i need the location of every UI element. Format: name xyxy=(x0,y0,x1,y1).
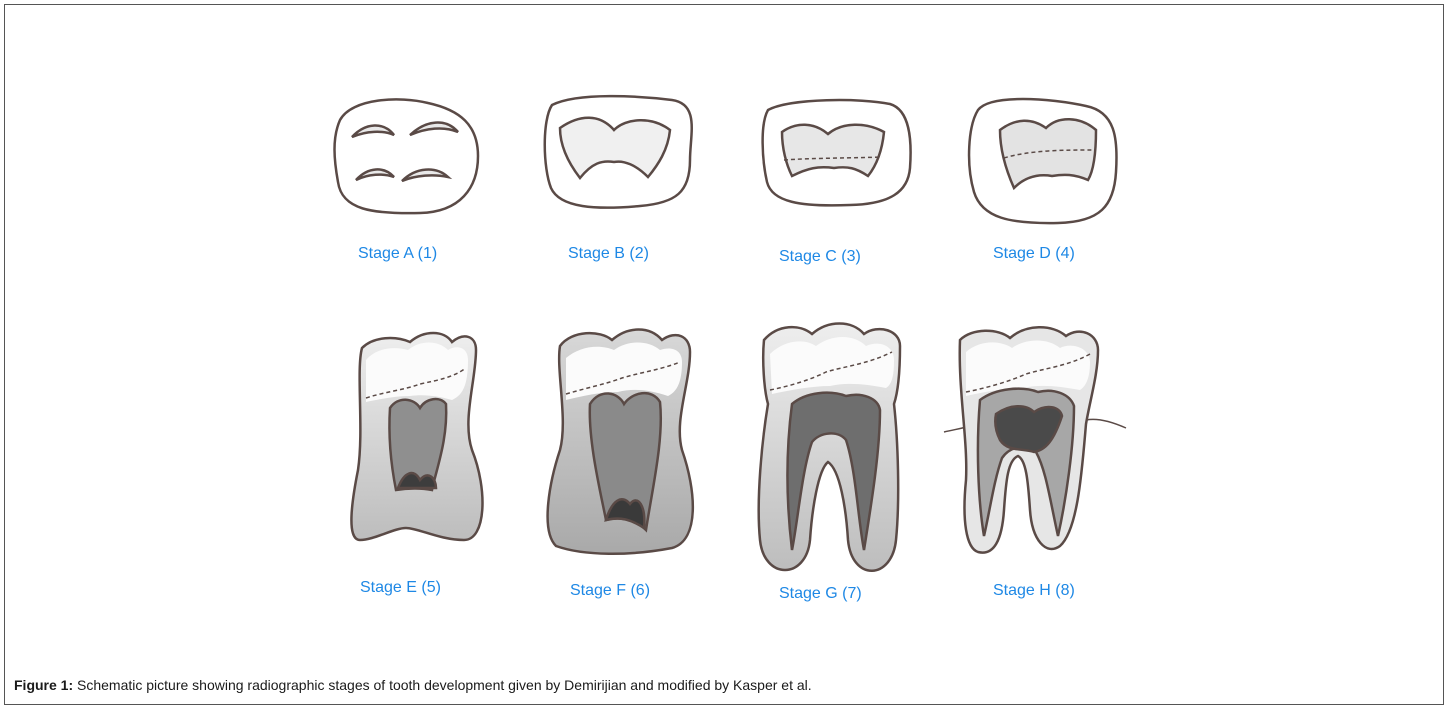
figure-caption-text: Schematic picture showing radiographic s… xyxy=(73,677,812,693)
stage-a-label: Stage A (1) xyxy=(358,245,437,262)
stage-e-label: Stage E (5) xyxy=(360,579,441,596)
tooth-crypt-cusp-tips-icon xyxy=(335,99,479,213)
tooth-crypt-fused-cusps-icon xyxy=(545,96,692,208)
stage-c-label: Stage C (3) xyxy=(779,248,861,265)
tooth-roots-parallel-icon xyxy=(759,324,900,571)
tooth-root-initiation-icon xyxy=(351,333,482,540)
stage-g-label: Stage G (7) xyxy=(779,585,862,602)
figure-caption: Figure 1: Schematic picture showing radi… xyxy=(14,677,812,693)
stage-b-label: Stage B (2) xyxy=(568,245,649,262)
stage-h-label: Stage H (8) xyxy=(993,582,1075,599)
tooth-crypt-enamel-complete-icon xyxy=(763,100,911,205)
stage-f-label: Stage F (6) xyxy=(570,582,650,599)
tooth-crypt-crown-complete-icon xyxy=(969,99,1116,223)
figure-caption-label: Figure 1: xyxy=(14,677,73,693)
stage-d-label: Stage D (4) xyxy=(993,245,1075,262)
tooth-roots-closed-icon xyxy=(944,327,1126,552)
tooth-root-funnel-icon xyxy=(548,330,693,554)
